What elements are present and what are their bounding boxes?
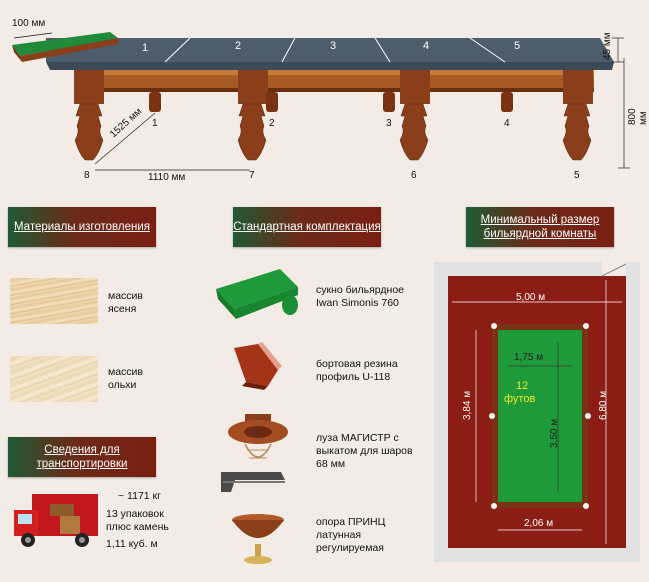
height-label: 800 мм xyxy=(627,108,649,125)
ash-wood-label: массив ясеня xyxy=(108,290,144,315)
leg-2: 2 xyxy=(269,118,275,129)
pocket-icon xyxy=(221,414,288,492)
leg-8: 8 xyxy=(84,170,90,181)
truck-icon xyxy=(14,494,98,547)
room-diagram xyxy=(434,262,640,562)
support-label: опора ПРИНЦ латунная регулируемая xyxy=(316,516,386,554)
table-drawing xyxy=(0,0,649,190)
pocket-label: луза МАГИСТР с выкатом для шаров 68 мм xyxy=(316,432,413,470)
leg-3: 3 xyxy=(386,118,392,129)
leg-spacing-label: 1110 мм xyxy=(148,172,186,183)
rubber-icon xyxy=(234,342,282,390)
size-number: 12 xyxy=(516,380,529,392)
section-2: 2 xyxy=(235,40,242,52)
table-svg xyxy=(12,32,630,171)
packages-text: 13 упаковок плюс камень xyxy=(106,508,169,533)
section-5: 5 xyxy=(514,40,521,52)
volume-text: 1,11 куб. м xyxy=(106,538,158,550)
room-length-label: 6,80 м xyxy=(598,390,609,420)
room-width-label: 5,00 м xyxy=(516,292,546,303)
alder-wood-label: массив ольхи xyxy=(108,366,144,391)
section-3: 3 xyxy=(330,40,337,52)
leg-4: 4 xyxy=(504,118,510,129)
section-1: 1 xyxy=(142,42,149,54)
leg-1: 1 xyxy=(152,118,158,129)
rubber-label: бортовая резина профиль U-118 xyxy=(316,358,398,383)
leg-5: 5 xyxy=(574,170,580,181)
rail-width-label: 100 мм xyxy=(12,18,46,29)
table-top xyxy=(46,38,614,62)
cloth-label: сукно бильярдное Iwan Simonis 760 xyxy=(316,284,405,309)
transport-header-text: Сведения для транспортировки xyxy=(36,444,128,470)
room-table-cloth xyxy=(498,330,582,502)
ash-wood-swatch xyxy=(10,278,98,324)
table-width-label: 1,75 м xyxy=(514,352,544,363)
room-header-text: Минимальный размер бильярдной комнаты xyxy=(480,214,600,240)
materials-header: Материалы изготовления xyxy=(8,207,156,247)
leg-6: 6 xyxy=(411,170,417,181)
table-frame xyxy=(74,70,594,92)
bottom-width-label: 2,06 м xyxy=(524,518,554,529)
weight-text: ~ 1171 кг xyxy=(118,490,161,502)
table-length-label: 3,50 м xyxy=(549,418,560,448)
side-clearance-label: 3,84 м xyxy=(462,390,473,420)
top-thickness-label: 45 мм xyxy=(602,32,613,60)
rail-piece xyxy=(12,32,118,56)
size-unit: футов xyxy=(504,393,536,405)
transport-header: Сведения для транспортировки xyxy=(8,437,156,477)
section-4: 4 xyxy=(423,40,430,52)
cloth-icon xyxy=(216,269,298,319)
support-icon xyxy=(232,514,284,564)
alder-wood-swatch xyxy=(10,356,98,402)
leg-7: 7 xyxy=(249,170,255,181)
materials-header-text: Материалы изготовления xyxy=(13,221,151,233)
kit-header-text: Стандартная комплектация xyxy=(233,221,381,233)
kit-header: Стандартная комплектация xyxy=(233,207,381,247)
room-header: Минимальный размер бильярдной комнаты xyxy=(466,207,614,247)
